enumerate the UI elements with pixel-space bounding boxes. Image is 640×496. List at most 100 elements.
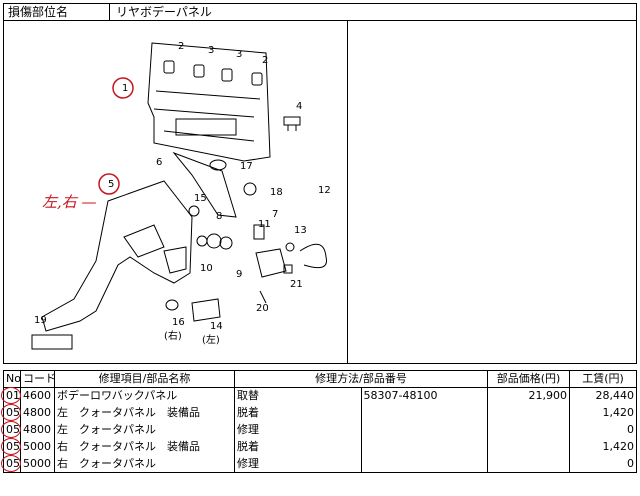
part-18-drawing: [243, 182, 257, 196]
callout-number: 21: [290, 279, 303, 290]
fuel-cable-drawing: [299, 243, 328, 269]
row-name: 右 クォータパネル: [54, 455, 235, 473]
row-name: ボデーロワバックパネル: [54, 387, 235, 405]
part-15-drawing: [188, 205, 200, 217]
callout-number: 5: [108, 179, 114, 190]
callout-number: 9: [236, 269, 242, 280]
callout-number: 10: [200, 263, 213, 274]
row-code: 5000: [20, 455, 55, 473]
red-circle-1: [112, 77, 134, 99]
callout-number: 3: [236, 49, 242, 60]
col-method: 修理方法/部品番号: [234, 370, 488, 388]
callout-number: 17: [240, 161, 253, 172]
callout-number: 20: [256, 303, 269, 314]
col-price: 部品価格(円): [487, 370, 570, 388]
callout-number: 16: [172, 317, 185, 328]
row-labor: 1,420: [569, 438, 637, 456]
diagram-divider: [347, 20, 348, 364]
bracket-drawing: [283, 116, 301, 131]
callout-number: 7: [272, 209, 278, 220]
row-method: 脱着: [234, 438, 362, 456]
col-code: コード: [20, 370, 55, 388]
row-labor: 0: [569, 455, 637, 473]
row-name: 左 クォータパネル 装備品: [54, 404, 235, 422]
row-code: 4800: [20, 421, 55, 439]
grommet-drawing: [209, 159, 227, 171]
part-21-drawing: [283, 264, 293, 274]
damage-location-value: リヤボデーパネル: [116, 5, 212, 19]
row-labor: 1,420: [569, 404, 637, 422]
row-code: 4600: [20, 387, 55, 405]
row-price: [487, 421, 570, 439]
row-price: 21,900: [487, 387, 570, 405]
handwritten-note: 左,右 —: [42, 193, 97, 211]
row-labor: 0: [569, 421, 637, 439]
row-name: 右 クォータパネル 装備品: [54, 438, 235, 456]
row-code: 5000: [20, 438, 55, 456]
row-part-number: [360, 404, 488, 422]
col-labor: 工賃(円): [569, 370, 637, 388]
fuel-door-drawing: [255, 248, 287, 278]
side-sublabel: (左): [202, 333, 220, 346]
fuel-door-housing-drawing: [172, 151, 237, 218]
side-sublabel: (右): [164, 329, 182, 342]
diagram-frame: [3, 20, 637, 364]
red-circle-row-no: [1, 421, 21, 438]
part-13-drawing: [285, 242, 295, 252]
callout-number: 15: [194, 193, 207, 204]
clip-drawing: [251, 72, 263, 86]
callout-number: 2: [262, 55, 268, 66]
red-circle-row-no: [1, 387, 21, 404]
row-method: 修理: [234, 421, 362, 439]
tail-light-recess-drawing: [163, 246, 187, 274]
panel-recess: [175, 118, 237, 136]
part-9-drawing: [219, 236, 233, 250]
callout-number: 19: [34, 315, 47, 326]
callout-number: 13: [294, 225, 307, 236]
callout-number: 4: [296, 101, 302, 112]
clip-drawing: [163, 60, 175, 74]
callout-number: 1: [122, 83, 128, 94]
estimate-table: No. コード 修理項目/部品名称 修理方法/部品番号 部品価格(円) 工賃(円…: [3, 370, 637, 473]
part-8-drawing: [206, 233, 222, 249]
part-20-drawing: [259, 290, 267, 304]
part-10-drawing: [196, 235, 208, 247]
callout-number: 18: [270, 187, 283, 198]
row-method: 修理: [234, 455, 362, 473]
row-price: [487, 404, 570, 422]
callout-number: 6: [156, 157, 162, 168]
caution-label-drawing: [31, 334, 73, 350]
row-part-number: [360, 455, 488, 473]
callout-number: 12: [318, 185, 331, 196]
part-16-drawing: [165, 299, 179, 311]
lower-back-panel-drawing: [147, 42, 271, 162]
callout-number: 14: [210, 321, 223, 332]
red-circle-row-no: [1, 438, 21, 455]
row-part-number: 58307-48100: [360, 387, 488, 405]
row-part-number: [360, 438, 488, 456]
part-14-drawing: [191, 298, 221, 322]
damage-location-label: 損傷部位名: [4, 4, 110, 20]
clip-drawing: [221, 68, 233, 82]
row-method: 取替: [234, 387, 362, 405]
clip-drawing: [193, 64, 205, 78]
row-labor: 28,440: [569, 387, 637, 405]
callout-number: 11: [258, 219, 271, 230]
row-name: 左 クォータパネル: [54, 421, 235, 439]
red-circle-row-no: [1, 404, 21, 421]
row-price: [487, 455, 570, 473]
callout-number: 3: [208, 45, 214, 56]
row-price: [487, 438, 570, 456]
row-method: 脱着: [234, 404, 362, 422]
col-no: No.: [3, 370, 21, 388]
table-header-row: No. コード 修理項目/部品名称 修理方法/部品番号 部品価格(円) 工賃(円…: [3, 370, 637, 388]
quarter-panel-drawing: [41, 180, 193, 332]
quarter-window-drawing: [123, 224, 165, 258]
part-7-drawing: [253, 224, 265, 240]
row-part-number: [360, 421, 488, 439]
